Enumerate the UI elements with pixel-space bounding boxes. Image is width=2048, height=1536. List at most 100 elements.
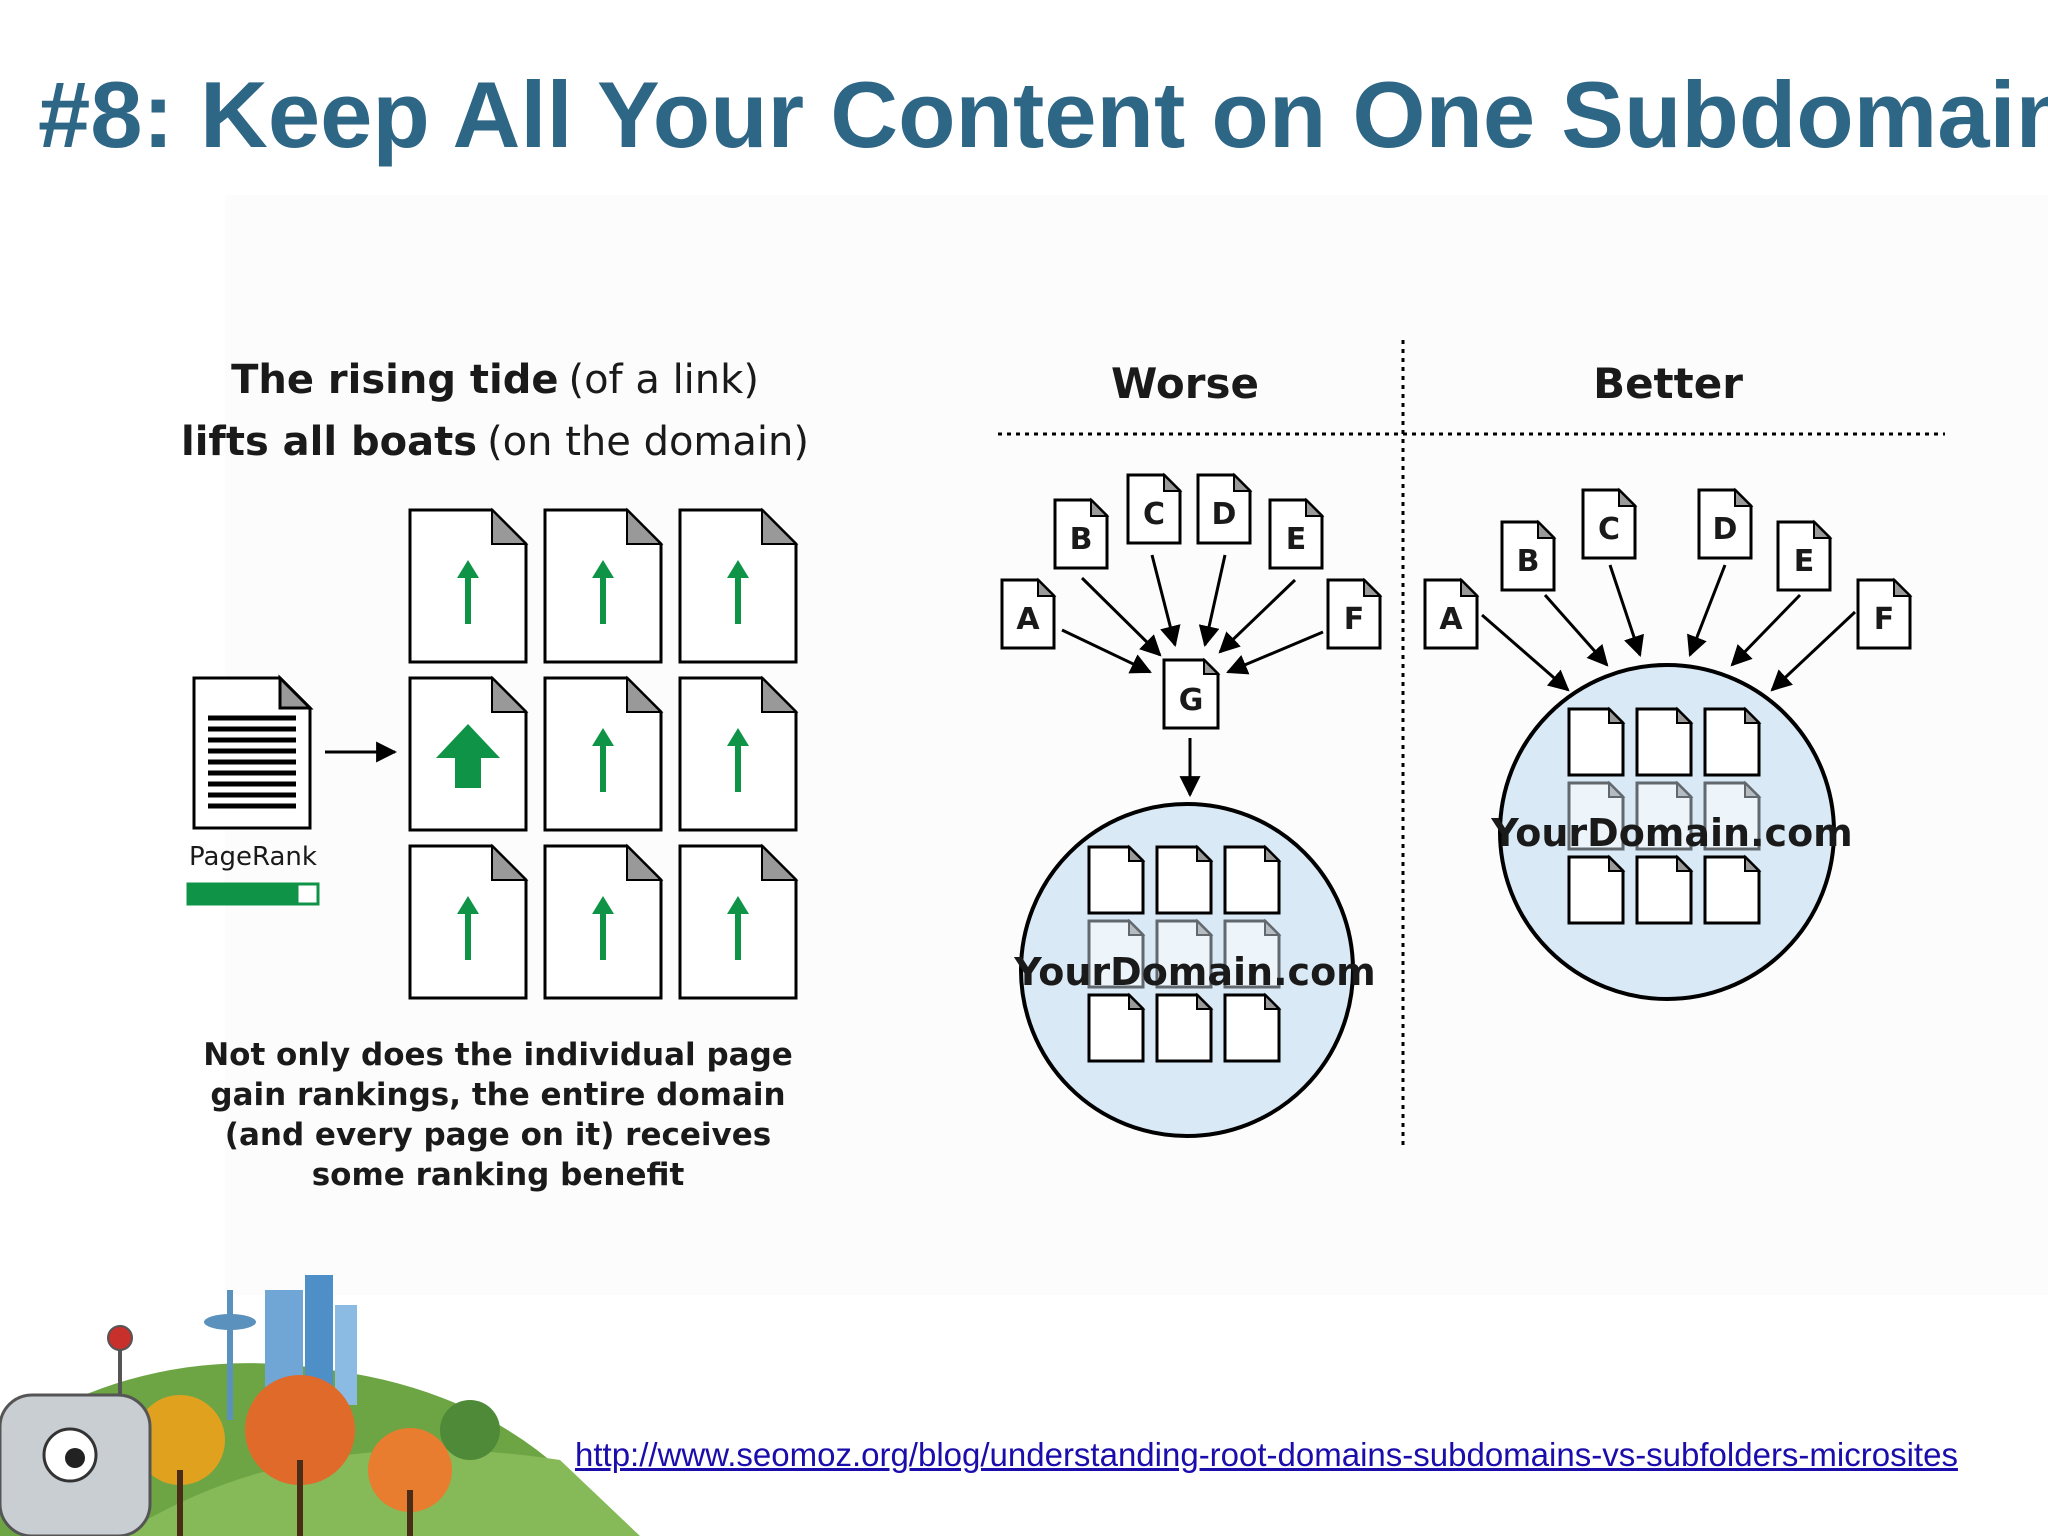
- better-arrow-6: [1770, 610, 1857, 692]
- pagerank-label: PageRank: [189, 842, 317, 872]
- svg-text:F: F: [1874, 602, 1895, 637]
- up-arrow-icon: [457, 560, 479, 624]
- worse-page-e: E: [1268, 497, 1325, 570]
- better-domain-page-r2-c1: [1567, 780, 1626, 851]
- worse-domain-page-r2-c2: [1155, 918, 1214, 989]
- better-arrow-5: [1730, 593, 1802, 667]
- caption-line-4: some ranking benefit: [312, 1157, 685, 1193]
- svg-text:F: F: [1344, 602, 1365, 637]
- better-domain-page-r3-c3: [1703, 854, 1762, 925]
- svg-text:B: B: [1070, 522, 1093, 557]
- big-up-arrow-icon: [436, 724, 500, 788]
- worse-hub-page-g: G: [1162, 657, 1221, 730]
- comparison-diagram: Worse Better A B C D E F G YourDomain.com A B C…: [998, 340, 1945, 1148]
- up-arrow-icon: [592, 728, 614, 792]
- worse-link-arrows: [1061, 554, 1324, 675]
- worse-domain-page-r3-c2: [1155, 992, 1214, 1063]
- worse-page-b: B: [1053, 497, 1110, 570]
- caption-line-2: gain rankings, the entire domain: [210, 1077, 785, 1113]
- better-arrow-2: [1543, 594, 1609, 667]
- pagerank-bar: [186, 882, 320, 906]
- better-heading: Better: [1593, 359, 1743, 408]
- worse-domain-page-r1-c3: [1223, 844, 1282, 915]
- worse-arrow-1: [1061, 628, 1152, 674]
- page-icon-r1-c1: [408, 507, 529, 664]
- better-domain-page-r1-c2: [1635, 706, 1694, 777]
- up-arrow-icon: [592, 560, 614, 624]
- page-icon-r1-c3: [678, 507, 799, 664]
- worse-source-pages: A B C D E F: [1000, 472, 1383, 650]
- page-icon-r3-c2: [543, 843, 664, 1000]
- worse-arrow-6: [1226, 630, 1324, 675]
- caption-line-3: (and every page on it) receives: [225, 1117, 771, 1153]
- better-arrow-3: [1608, 564, 1644, 657]
- worse-arrow-5: [1218, 578, 1297, 654]
- better-page-e: E: [1776, 519, 1833, 592]
- page-icon-r2-c3: [678, 675, 799, 832]
- better-source-pages: A B C D E F: [1423, 487, 1913, 650]
- better-domain-label: YourDomain.com: [1490, 811, 1853, 855]
- slide-title: #8: Keep All Your Content on One Subdoma…: [38, 62, 2048, 167]
- better-arrow-1: [1481, 613, 1570, 692]
- page-icon-r2-c2: [543, 675, 664, 832]
- worse-heading: Worse: [1111, 359, 1259, 408]
- svg-text:B: B: [1517, 544, 1540, 579]
- up-arrow-icon: [727, 896, 749, 960]
- page-grid: [408, 507, 799, 1000]
- page-icon-r3-c3: [678, 843, 799, 1000]
- svg-text:A: A: [1016, 602, 1040, 637]
- worse-domain-label: YourDomain.com: [1013, 950, 1376, 994]
- worse-domain-page-r3-c3: [1223, 992, 1282, 1063]
- worse-page-c: C: [1126, 472, 1183, 545]
- page-icon-r2-c1: [408, 675, 529, 832]
- up-arrow-icon: [727, 560, 749, 624]
- better-arrow-4: [1687, 564, 1727, 657]
- better-domain-circle: YourDomain.com: [1490, 663, 1853, 1001]
- worse-domain-circle: YourDomain.com: [1013, 802, 1376, 1138]
- pagerank-bar-fill: [188, 884, 299, 904]
- better-link-arrows: [1481, 564, 1857, 692]
- worse-domain-page-r2-c3: [1223, 918, 1282, 989]
- svg-text:C: C: [1598, 512, 1620, 547]
- svg-text:A: A: [1439, 602, 1463, 637]
- rising-tide-heading-line1: The rising tide(of a link): [231, 357, 759, 403]
- svg-text:E: E: [1286, 522, 1307, 557]
- worse-page-a: A: [1000, 577, 1057, 650]
- worse-domain-page-r1-c1: [1087, 844, 1146, 915]
- better-domain-page-r3-c2: [1635, 854, 1694, 925]
- better-page-f: F: [1856, 577, 1913, 650]
- svg-text:D: D: [1713, 512, 1738, 547]
- better-domain-page-r2-c3: [1703, 780, 1762, 851]
- left-diagram: The rising tide(of a link) lifts all boa…: [181, 357, 809, 1193]
- worse-domain-page-r1-c2: [1155, 844, 1214, 915]
- svg-text:G: G: [1179, 683, 1204, 718]
- svg-text:D: D: [1212, 497, 1237, 532]
- page-icon-r1-c2: [543, 507, 664, 664]
- better-domain-page-r1-c3: [1703, 706, 1762, 777]
- better-domain-page-r2-c2: [1635, 780, 1694, 851]
- page-icon-r3-c1: [408, 843, 529, 1000]
- worse-page-d: D: [1196, 472, 1253, 545]
- seattle-mascot-illustration: [0, 1275, 640, 1536]
- source-link[interactable]: http://www.seomoz.org/blog/understanding…: [575, 1436, 1958, 1473]
- svg-text:E: E: [1794, 544, 1815, 579]
- worse-arrow-4: [1198, 554, 1227, 648]
- up-arrow-icon: [727, 728, 749, 792]
- worse-arrow-2: [1080, 576, 1162, 657]
- better-domain-page-r3-c1: [1567, 854, 1626, 925]
- worse-page-f: F: [1326, 577, 1383, 650]
- svg-text:C: C: [1143, 497, 1165, 532]
- up-arrow-icon: [457, 896, 479, 960]
- better-domain-page-r1-c1: [1567, 706, 1626, 777]
- caption-line-1: Not only does the individual page: [203, 1037, 793, 1073]
- better-page-d: D: [1697, 487, 1754, 560]
- rising-tide-heading-line2: lifts all boats(on the domain): [181, 419, 809, 465]
- up-arrow-icon: [592, 896, 614, 960]
- worse-domain-page-r2-c1: [1087, 918, 1146, 989]
- better-page-b: B: [1500, 519, 1557, 592]
- pagerank-document-icon: [192, 674, 314, 830]
- better-page-c: C: [1581, 487, 1638, 560]
- worse-domain-page-r3-c1: [1087, 992, 1146, 1063]
- worse-arrow-3: [1150, 554, 1181, 648]
